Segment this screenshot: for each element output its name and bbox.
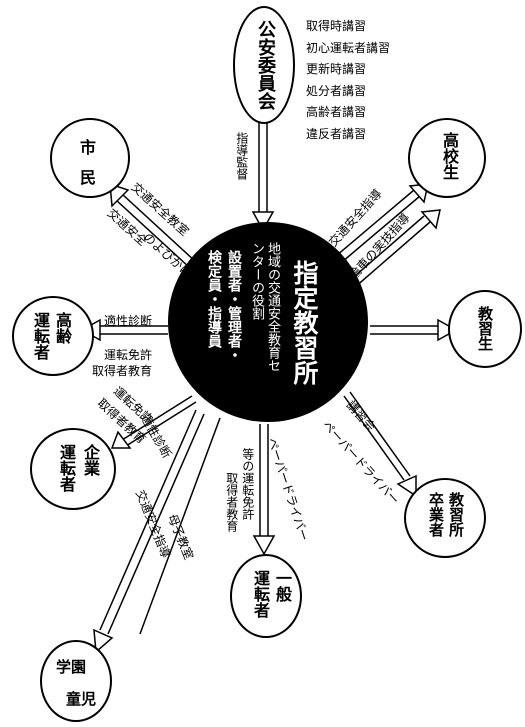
center-staff-line2: 検定員・指導員 [206,250,222,348]
course-item: 違反者講習 [306,126,367,141]
label-general-edu-a: 等の運転免許 [240,448,255,520]
arrow-center-to-general [252,424,276,556]
node-highschool-label: 高校生 [440,132,459,180]
center-staff-line1: 設置者・管理者・ [226,250,242,362]
node-highschool: 高校生 [408,118,486,198]
label-elderly-edu-b: 取得者教育 [92,364,153,378]
center-designated-driving-school: 指定教習所 地域の交通安全教育セ ンターの役割 設置者・管理者・ 検定員・指導員 [168,222,368,422]
node-company-drivers: 企業 運転者 [30,428,116,510]
arrow-center-to-children [93,409,221,654]
node-student: 教習生 [448,290,522,368]
center-role-line2: ンターの役割 [248,242,264,320]
course-item: 処分者講習 [306,83,367,98]
center-title: 指定教習所 [290,260,319,385]
course-item: 高齢者講習 [306,105,367,119]
node-elderly-label-b: 運転者 [31,312,50,360]
label-general-edu-b: 取得者教育 [224,472,239,532]
course-item: 更新時講習 [306,62,367,76]
label-aptitude-elderly: 適性診断 [104,314,153,328]
node-general-drivers: 一般 運転者 [230,554,302,638]
course-item: 取得時講習 [306,19,367,33]
node-graduates: 教習所 卒業者 [404,478,486,558]
node-children-label-a: 学園 [56,658,87,676]
arrow-center-to-student [370,318,458,342]
node-public-safety-label: 公安委員会 [255,20,276,110]
node-elderly-label-a: 高齢 [53,312,72,344]
node-children: 学園 童児 [40,640,112,722]
arrow-center-to-company [110,395,197,449]
node-general-label-b: 運転者 [251,570,270,618]
center-role-line1: 地域の交通安全教育セ [264,242,280,372]
node-citizens: 市 民 [50,118,130,198]
node-student-label: 教習生 [476,306,494,351]
node-citizens-label-b: 民 [80,168,97,187]
node-company-label-b: 運転者 [57,444,76,492]
node-company-label-a: 企業 [81,444,100,476]
arrow-public-safety-to-center [251,120,275,232]
node-graduates-label-b: 卒業者 [427,492,445,537]
label-elderly-edu-a: 運転免許 [104,348,153,362]
arrow-center-to-graduates [343,391,417,498]
node-citizens-label-a: 市 [80,138,97,157]
node-public-safety-commission: 公安委員会 [233,6,295,124]
label-supervision: 指導監督 [234,132,249,180]
node-graduates-label-a: 教習所 [447,492,465,537]
course-list: 取得時講習 初心運転者講習 更新時講習 処分者講習 高齢者講習 違反者講習 [306,16,390,145]
node-children-label-b: 童児 [66,690,97,708]
node-elderly-drivers: 高齢 運転者 [12,296,94,376]
node-general-label-a: 一般 [273,570,292,602]
course-item: 初心運転者講習 [306,40,391,55]
